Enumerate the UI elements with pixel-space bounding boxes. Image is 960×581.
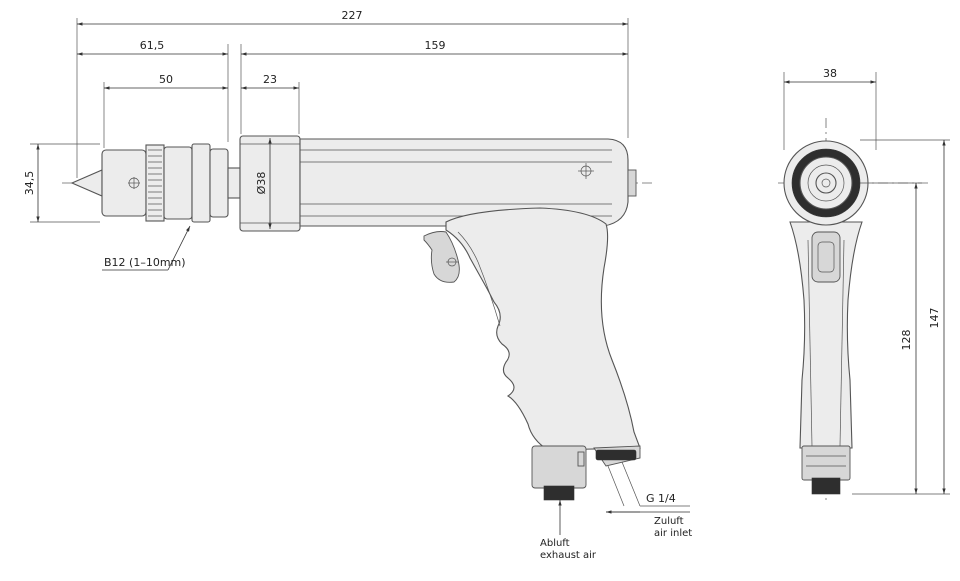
rear-view: 38 128 147 bbox=[778, 67, 950, 500]
dim-chuck-length: 50 bbox=[159, 73, 173, 86]
exhaust-fitting bbox=[531, 445, 587, 501]
label-inlet-de: Zuluft bbox=[654, 516, 684, 527]
dim-body-length: 159 bbox=[425, 39, 446, 52]
label-inlet-en: air inlet bbox=[654, 528, 692, 539]
dimension-lines-side bbox=[30, 18, 690, 535]
rear-head bbox=[783, 140, 869, 226]
drill-chuck bbox=[101, 143, 241, 223]
label-exhaust-de: Abluft bbox=[540, 538, 570, 549]
side-view: 227 61,5 159 50 23 34,5 Ø38 B12 (1–10mm)… bbox=[23, 9, 692, 561]
drill-bit-tip bbox=[70, 169, 103, 197]
pistol-grip bbox=[445, 207, 641, 451]
air-inlet-fitting bbox=[593, 445, 641, 507]
dim-overall-length: 227 bbox=[342, 9, 363, 22]
dim-handle-height: 128 bbox=[900, 330, 913, 351]
dim-collar-diameter: Ø38 bbox=[255, 172, 268, 195]
dimension-lines-rear bbox=[783, 72, 950, 495]
dim-total-height: 147 bbox=[928, 308, 941, 329]
label-chuck: B12 (1–10mm) bbox=[104, 256, 186, 269]
label-exhaust-en: exhaust air bbox=[540, 550, 597, 561]
rear-handle bbox=[789, 221, 863, 449]
dim-rear-width: 38 bbox=[823, 67, 837, 80]
dim-chuck-height: 34,5 bbox=[23, 171, 36, 196]
motor-body bbox=[299, 138, 637, 227]
dim-chuck-offset: 61,5 bbox=[140, 39, 165, 52]
rear-base bbox=[801, 445, 851, 495]
label-thread: G 1/4 bbox=[646, 492, 676, 505]
chuck-knurl bbox=[148, 149, 162, 217]
dim-collar-length: 23 bbox=[263, 73, 277, 86]
trigger bbox=[423, 231, 460, 283]
